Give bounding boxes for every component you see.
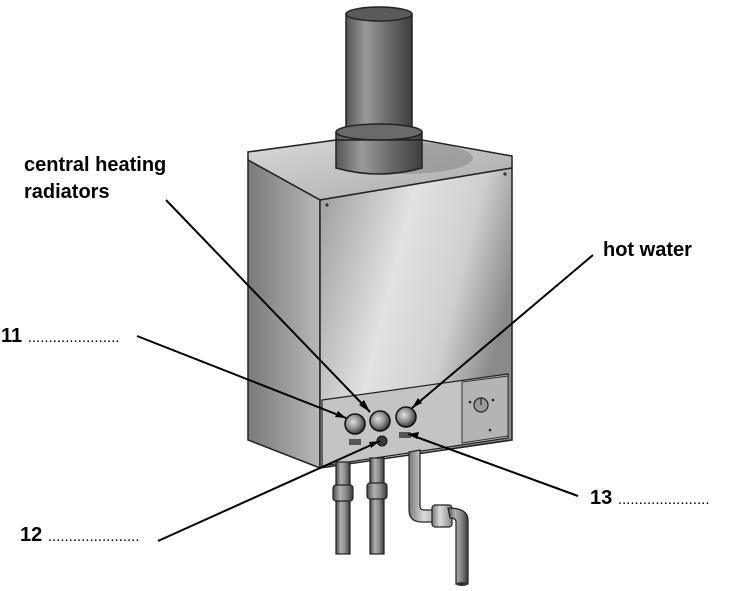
blank-13: 13 ...................... xyxy=(590,487,710,511)
label-central-heating-line1: central heating xyxy=(24,154,167,176)
blank-12-answer[interactable]: ...................... xyxy=(47,528,140,545)
blank-12-number: 12 xyxy=(20,524,43,546)
control-panel xyxy=(321,373,509,467)
arrowheads xyxy=(335,398,422,448)
pointer-central-heating xyxy=(165,199,371,413)
label-central-heating-line2: radiators xyxy=(24,181,110,203)
arrowhead-central-heating xyxy=(359,400,370,412)
arrowhead-hot-water xyxy=(412,398,422,408)
pointer-11 xyxy=(136,335,347,419)
pointer-13 xyxy=(407,433,579,497)
boiler-pipes xyxy=(332,449,469,586)
pointer-hot-water xyxy=(411,254,594,409)
arrowhead-13 xyxy=(408,432,419,439)
pointer-lines xyxy=(136,199,594,542)
pointer-12 xyxy=(157,440,381,542)
blank-13-number: 13 xyxy=(590,487,613,509)
label-hot-water: hot water xyxy=(603,239,692,261)
arrowhead-11 xyxy=(335,411,346,418)
blank-12: 12 ...................... xyxy=(20,524,140,548)
blank-11-number: 11 xyxy=(1,325,23,347)
blank-13-answer[interactable]: ...................... xyxy=(617,491,710,508)
blank-11-answer[interactable]: ...................... xyxy=(27,329,120,346)
blank-11: 11 ...................... xyxy=(1,325,119,349)
arrowhead-12 xyxy=(369,441,380,448)
